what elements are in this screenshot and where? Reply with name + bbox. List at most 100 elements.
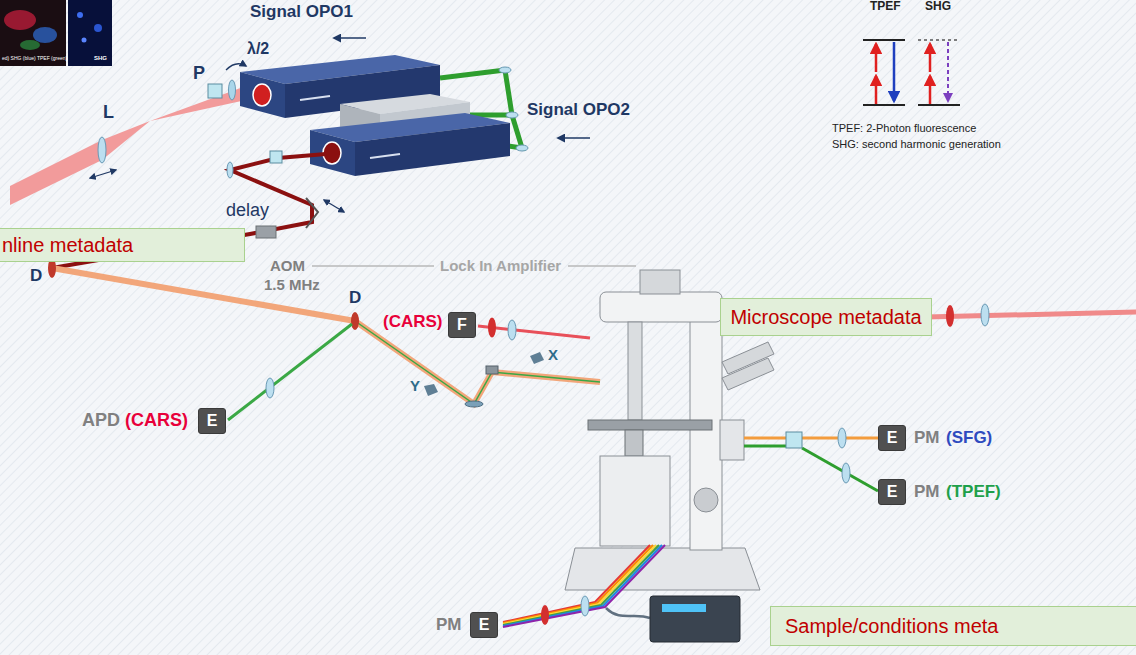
sfg-beam [744,437,786,440]
image-caption: ed) SHG (blue) TPEF (green) [2,56,67,62]
mirror [499,67,511,73]
inset-image [77,12,83,18]
emission-beam [503,545,662,626]
detector-name: PM [914,428,940,448]
node-text: E [207,412,218,430]
image-caption: SHG [94,55,107,62]
microscope [722,358,774,390]
component-label: AOM [270,257,305,274]
microscope [588,420,712,430]
detector-box: F [448,312,476,338]
signal-wire [312,265,434,267]
detector-name: APD [82,410,120,431]
microscope [694,488,718,512]
mirror [506,112,518,118]
direction-arrow [334,37,366,39]
microscope [720,420,744,460]
pump-beam [508,115,522,148]
signal-name: (CARS) [125,410,188,431]
polarizer-cube [270,151,282,163]
inset-image [82,38,87,43]
polarizer-cube [208,84,222,98]
lens [838,428,846,448]
component-label: D [30,266,42,286]
microscope [600,292,722,322]
signal-name: (TPEF) [946,482,1001,502]
inset-image [20,40,40,50]
microscope [565,548,760,590]
filter [541,605,549,625]
detector-box: E [878,425,906,451]
virtual-level [918,39,960,41]
translation-arrow [324,200,344,212]
excitation-arrow [929,76,932,104]
cars-beam [355,321,600,404]
note-text: TPEF: 2-Photon fluorescence [832,122,976,135]
translation-arrow [90,170,116,178]
component-label: delay [226,200,269,221]
spectrometer [662,604,706,612]
direction-arrow [558,137,590,139]
emission-arrow [893,42,896,101]
lens [266,378,274,398]
metadata-box: Microscope metadata [720,298,932,336]
lens [581,596,589,616]
component-label: λ/2 [247,40,269,58]
detector-box: E [198,408,226,434]
node-text: E [887,483,898,501]
excitation-arrow [929,44,932,72]
microscope [625,430,643,456]
instrument-name: Lock In Amplifier [440,257,561,274]
filter [946,305,954,327]
laser-name: Signal OPO2 [527,100,630,120]
energy-level [918,104,960,106]
scanner-icon [530,352,544,364]
signal-name: (CARS) [383,312,443,332]
laser-housing [300,96,330,100]
dichroic-mirror [351,312,359,330]
axis-label: Y [410,377,420,394]
energy-level [863,104,905,106]
node-text: nline metadata [2,234,133,257]
microscope [640,270,680,294]
metadata-box: nline metadata [0,228,245,262]
rotation-arrow [226,64,246,70]
tpef-beam [802,448,878,491]
component-label: P [193,63,205,84]
emission-beam [503,545,659,625]
microscope [600,456,670,546]
lens [981,304,989,326]
excitation-arrow [875,44,878,72]
component-label: L [103,102,114,123]
cars-beam [228,324,352,420]
energy-level [863,39,905,41]
mirror [227,162,233,178]
aom-device [256,226,276,238]
detector-name: PM [436,615,462,635]
combined-beam [355,321,600,404]
component-label: D [349,288,361,308]
lens [508,320,516,340]
laser-housing [370,154,400,158]
retroreflector [306,198,318,228]
node-text: E [479,616,490,634]
detector-box: E [470,612,498,638]
laser-beam [102,121,150,160]
node-text: Sample/conditions meta [785,615,998,638]
inset-image [4,10,36,30]
laser-name: Signal OPO1 [250,2,353,22]
mirror [465,401,483,407]
output-port [253,84,271,106]
beamsplitter-cube [786,432,802,448]
process-name: TPEF [870,0,901,14]
spectrometer [650,596,740,642]
excitation-arrow [875,76,878,104]
emission-arrow [947,42,949,101]
scanner-icon [424,384,438,396]
